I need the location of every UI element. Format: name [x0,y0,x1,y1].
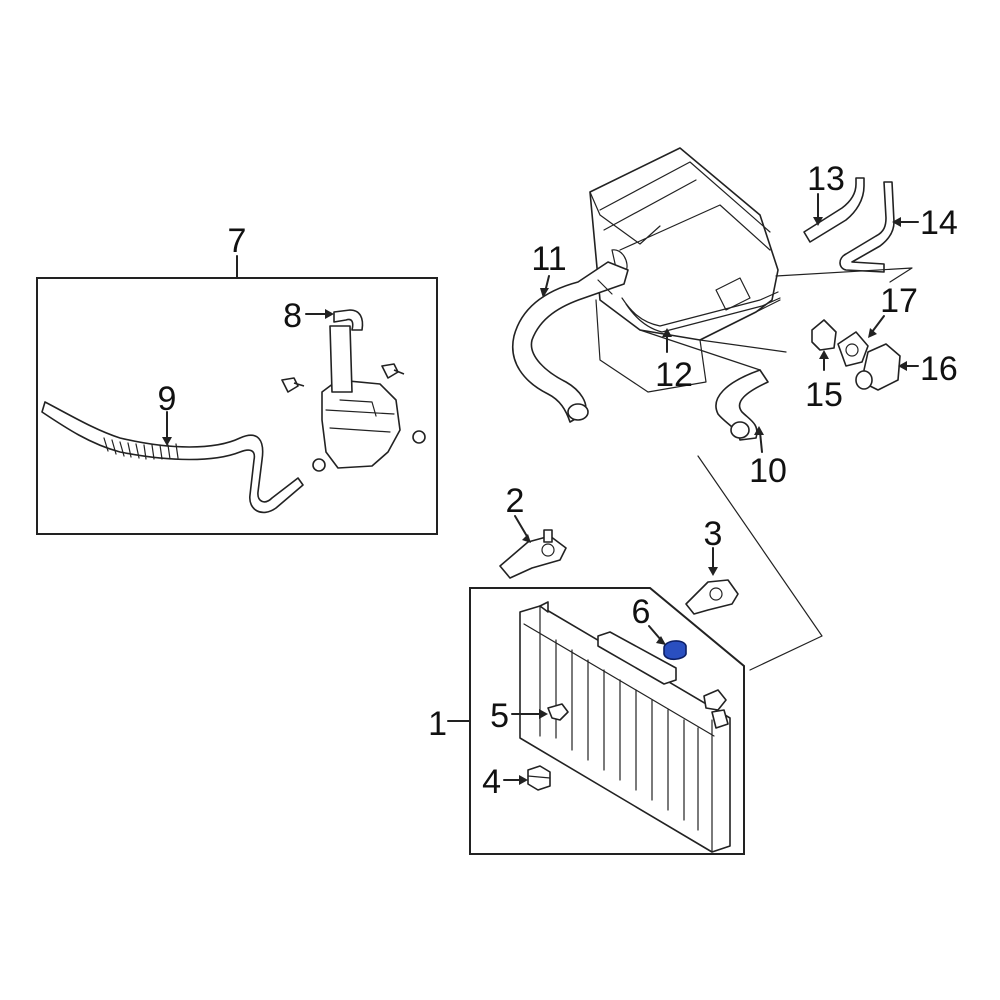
callout-7: 7 [228,222,247,260]
arrow-13 [813,217,823,226]
callout-15: 15 [805,376,843,414]
part-reservoir-tank [281,309,426,472]
radiator-fins [555,639,699,831]
callout-16: 16 [920,350,958,388]
arrow-4 [519,775,528,785]
reservoir-bolt-left [281,377,305,393]
radiator-side-pipe [711,709,729,729]
radiator-upper-inlet [703,689,727,711]
part-9-overflow-hose [41,401,304,514]
arrow-17 [868,328,877,338]
part-15-thermostat [811,319,837,351]
arrow-9 [162,437,172,446]
callout-9: 9 [158,380,177,418]
radiator-pin [539,601,549,613]
callout-10: 10 [749,452,787,490]
reservoir-clamp [312,458,326,472]
arrow-15 [819,350,829,359]
part-13-heater-hose [803,177,865,243]
leader-6 [648,625,662,641]
callout-2: 2 [506,482,525,520]
callout-labels: 1 2 3 4 5 6 7 8 9 10 11 12 13 14 15 16 1… [158,160,958,801]
arrow-8 [325,309,334,319]
reservoir-filler-neck [329,325,353,393]
callout-8: 8 [283,297,302,335]
radiator-filler-neck [597,631,677,685]
radiator-group [447,587,745,855]
part-14-heater-hose [839,181,895,273]
leader-10 [759,431,763,453]
callout-4: 4 [482,763,501,801]
engine-block [589,147,781,393]
callout-12: 12 [655,356,693,394]
part-17-gasket [837,331,869,367]
hose-14-guide [775,267,913,283]
reservoir-nut [412,430,426,444]
callout-13: 13 [807,160,845,198]
radiator-box [469,587,745,855]
arrow-12 [662,328,672,337]
callout-1: 1 [428,705,447,743]
arrow-16 [898,361,907,371]
part-8-cap-hose [333,309,364,331]
housing-outlet [855,370,873,390]
callout-3: 3 [704,515,723,553]
part-6-radiator-cap [663,640,687,661]
callout-11: 11 [531,240,566,278]
arrow-11 [540,288,549,298]
hose-10-end [730,421,750,439]
reservoir-assembly-group [36,255,438,535]
part-3-upper-bracket [685,579,739,615]
engine-guide-lines [597,279,787,371]
hose-corrugation [103,437,179,460]
leader-2 [514,515,529,539]
callout-6: 6 [632,593,651,631]
arrow-14 [892,217,901,227]
hose-11-end [567,403,589,421]
leader-17 [871,315,885,333]
part-12-bypass-pipe [621,291,781,333]
arrow-3 [708,567,718,576]
part-5-drain-plug [547,703,569,721]
reservoir-bolt-right [381,363,405,379]
callout-14: 14 [920,204,958,242]
part-2-upper-bracket [499,535,567,579]
part-10-lower-hose [715,369,769,441]
part-4-insulator [527,765,551,791]
callout-17: 17 [880,282,918,320]
callout-5: 5 [490,697,509,735]
part-11-upper-hose [511,261,629,423]
hose-routing-line [697,455,823,671]
arrow-5 [539,709,548,719]
arrow-6 [656,636,666,645]
arrow-2 [522,534,531,543]
arrow-10 [754,426,764,435]
